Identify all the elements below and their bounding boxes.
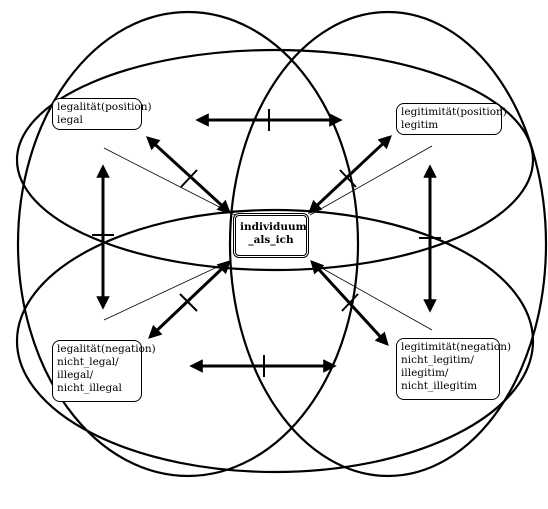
box-legalitaet-negation: legalität(negation) nicht_legal/ illegal… <box>52 340 156 402</box>
arrow-diagonal-top-left <box>146 136 231 214</box>
center-box-line1: individuum <box>240 221 307 233</box>
center-box-line2: _als_ich <box>248 234 294 246</box>
center-box-individuum: individuum _als_ich <box>233 213 309 258</box>
ellipse-left <box>16 10 360 478</box>
tick-diagonal-top-right <box>339 169 357 188</box>
box-legalitaet-position-line2: legal <box>57 114 83 126</box>
tick-diagonal-bottom-left <box>179 293 198 312</box>
tick-diagonal-top-left <box>180 169 198 188</box>
box-legalitaet-negation-line2: nicht_legal/ <box>57 356 119 368</box>
box-legalitaet-position-line1: legalität(position) <box>57 101 152 113</box>
connector-line-bottom-left <box>103 261 229 321</box>
tick-diagonal-bottom-right <box>341 293 359 312</box>
box-legalitaet-negation-line4: nicht_illegal <box>57 382 122 394</box>
box-legitimitaet-negation-line3: illegitim/ <box>401 367 449 379</box>
box-legitimitaet-position: legitimität(position) legitim <box>396 103 507 135</box>
connector-line-bottom-right <box>310 261 433 331</box>
box-legitimitaet-negation-line4: nicht_illegitim <box>401 380 478 392</box>
box-legitimitaet-position-line2: legitim <box>401 119 439 131</box>
box-legitimitaet-negation-line1: legitimität(negation) <box>401 341 512 353</box>
arrow-diagonal-bottom-left <box>148 260 231 339</box>
box-legitimitaet-position-line1: legitimität(position) <box>401 106 507 118</box>
ellipse-bottom <box>15 208 535 474</box>
ellipse-right <box>228 10 548 478</box>
arrow-diagonal-top-right <box>308 135 392 214</box>
box-legalitaet-negation-line3: illegal/ <box>57 369 94 381</box>
box-legitimitaet-negation-line2: nicht_legitim/ <box>401 354 474 366</box>
ellipse-top <box>15 48 535 272</box>
box-legitimitaet-negation: legitimität(negation) nicht_legitim/ ill… <box>396 338 512 400</box>
box-legalitaet-position: legalität(position) legal <box>52 98 152 130</box>
box-legalitaet-negation-line1: legalität(negation) <box>57 343 156 355</box>
